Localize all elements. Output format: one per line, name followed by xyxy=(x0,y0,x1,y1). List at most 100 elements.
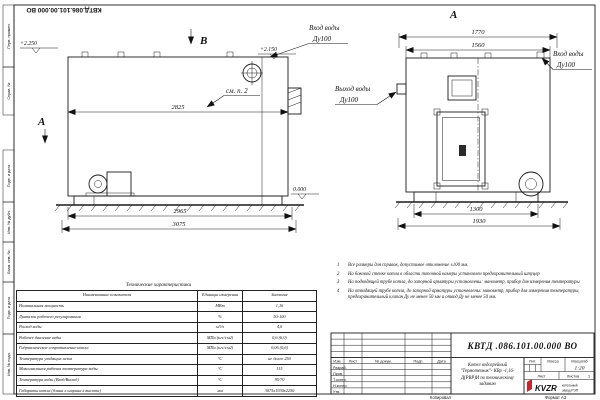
top-nozzles xyxy=(81,51,234,57)
tb-role: Пров. xyxy=(333,372,343,376)
tech-table: Наименование показателя Единицы измерени… xyxy=(16,290,317,397)
title-block: КВТД .086.101.00.000 ВО Изм. Лист № доку… xyxy=(330,332,595,395)
note-ref-leader xyxy=(206,95,225,108)
tb-scale-label: Масштаб xyxy=(571,359,588,363)
cell-value: 95/70 xyxy=(242,374,317,387)
door-bolt xyxy=(481,108,489,116)
tech-characteristics: Технические характеристики Наименование … xyxy=(16,282,317,397)
cell-value: не более 250 xyxy=(242,353,317,366)
stamp-label: Перв. примен. xyxy=(7,23,11,48)
table-row: Габариты котла (длина х ширина х высота)… xyxy=(16,385,317,397)
door-handle xyxy=(459,145,466,156)
tb-role: Т.контр. xyxy=(333,378,347,382)
note-number: 4 xyxy=(337,288,340,294)
cell-value: 4,0 xyxy=(242,321,317,334)
stamp-label: Взам. инв. № xyxy=(7,250,11,274)
inlet-leader xyxy=(269,43,310,58)
inlet-leader xyxy=(541,57,554,70)
table-row: Номинальная мощность МВт 1,16 xyxy=(16,300,317,313)
flue-centerlines xyxy=(241,61,263,85)
tb-col-list: Лист xyxy=(349,359,358,363)
note-text: На подводящей трубе котла, до запорной а… xyxy=(348,280,580,286)
tb-sheets-label: Листов xyxy=(567,374,579,378)
upper-hatch-inner xyxy=(451,79,473,97)
tb-col-izm: Изм. xyxy=(333,359,341,363)
elevation-label-0000: 0.000 xyxy=(293,187,306,193)
cell-value: 50-100 xyxy=(242,311,317,323)
cell-name: Диапазон рабочего регулирования xyxy=(16,311,198,323)
stamp-label: Инв. № подл. xyxy=(7,352,11,376)
note-number: 1 xyxy=(337,263,340,268)
note-item: 4 На отводящей трубе котла, до запорной … xyxy=(337,289,593,301)
cell-unit: °С xyxy=(197,364,243,376)
cell-name: Температура воды (Вход/Выход) xyxy=(16,374,198,387)
stamp-label: Подп. и дата xyxy=(7,164,11,187)
dim-label-2825: 2825 xyxy=(172,104,186,111)
view-label-A-section: А xyxy=(37,116,45,128)
door-bolt xyxy=(481,182,489,190)
format-label: Формат А3 xyxy=(545,395,567,400)
control-panel xyxy=(287,87,302,115)
inlet-label: Вход воды xyxy=(553,50,584,58)
view-label-B: В xyxy=(199,35,207,47)
cell-unit: мм xyxy=(197,385,243,397)
doc-number: КВТД .086.101.00.000 ВО xyxy=(466,341,577,351)
cell-unit: °С xyxy=(197,374,243,387)
tb-role: Н.контр. xyxy=(333,384,348,388)
table-row: Температура воды (Вход/Выход) °С 95/70 xyxy=(16,374,317,387)
tb-lit-label: Лит. xyxy=(529,359,536,363)
drawing-description: Котел водогрейный "Термотехник"- КВр -1,… xyxy=(460,363,515,387)
dim-label-2965: 2965 xyxy=(174,208,188,215)
note-number: 2 xyxy=(337,271,340,277)
tb-scale-value: 1:20 xyxy=(574,366,584,372)
tb-role: Утв. xyxy=(333,390,340,394)
header-name: Наименование показателя xyxy=(16,290,198,302)
outlet-leader xyxy=(376,91,397,105)
note-text: На боковой стенке котла в области топочн… xyxy=(348,271,540,277)
tb-col-data: Дата xyxy=(437,359,446,363)
table-row: Расход воды м3/ч 4,0 xyxy=(16,321,317,334)
note-item: 2 На боковой стенке котла в области топо… xyxy=(337,272,593,278)
note-number: 3 xyxy=(337,280,340,286)
note-text: Все размеры для справок, допустимое откл… xyxy=(348,263,469,268)
inlet-dn-label: Ду100 xyxy=(556,61,576,69)
cell-name: Температура уходящих газов xyxy=(16,353,198,366)
cell-name: Габариты котла (длина х ширина х высота) xyxy=(16,385,198,397)
cell-unit: м3/ч xyxy=(197,321,243,334)
table-row: Гидравлическое сопротивление котла МПа (… xyxy=(16,342,317,355)
cell-unit: % xyxy=(197,311,243,323)
header-value: Значение xyxy=(242,290,317,302)
top-doc-number: КВТД.086.101.00.000 ВО xyxy=(26,6,101,13)
dim-label-1930: 1930 xyxy=(473,218,487,225)
left-margin-stamps: Перв. примен. Справ. № Подп. и дата Инв.… xyxy=(2,4,15,395)
dim-label-1300: 1300 xyxy=(470,206,484,213)
ground-hatch xyxy=(54,204,301,212)
view-label-A: А xyxy=(449,9,457,21)
elevation-mark xyxy=(20,47,58,54)
dim-label-1560: 1560 xyxy=(472,42,486,49)
furnace-door-inner xyxy=(442,117,480,181)
table-row: Максимальная рабочая температура воды °С… xyxy=(16,364,317,376)
outlet-dn-label: Ду100 xyxy=(339,96,359,104)
cell-name: Гидравлическое сопротивление котла xyxy=(16,342,198,355)
top-nozzles xyxy=(420,51,545,58)
cell-value: 3075х1930х2250 xyxy=(242,385,317,397)
header-unit: Единицы измерения xyxy=(197,290,243,302)
door-bolt xyxy=(433,182,441,190)
note-item: 1 Все размеры для справок, допустимое от… xyxy=(337,263,593,269)
table-row: Рабочее давление воды МПа (кгс/см2) 0,6 … xyxy=(16,332,317,344)
cell-name: Расход воды xyxy=(16,321,198,334)
front-view: А 1770 1560 1300 xyxy=(335,9,592,230)
cell-value: 0,06 (0,6) xyxy=(242,342,317,355)
table-row: Температура уходящих газов °С не более 2… xyxy=(16,353,317,366)
kopiroval-label: Копировал xyxy=(430,395,452,400)
door-bolt xyxy=(433,108,441,116)
table-header-row: Наименование показателя Единицы измерени… xyxy=(16,290,317,302)
stamp-box xyxy=(2,333,15,395)
outlet-flange xyxy=(396,83,407,95)
cell-unit: МПа (кгс/см2) xyxy=(197,342,243,355)
elevation-label-2250: +2.250 xyxy=(20,41,37,47)
stamp-label: Подп. и дата xyxy=(7,296,11,319)
